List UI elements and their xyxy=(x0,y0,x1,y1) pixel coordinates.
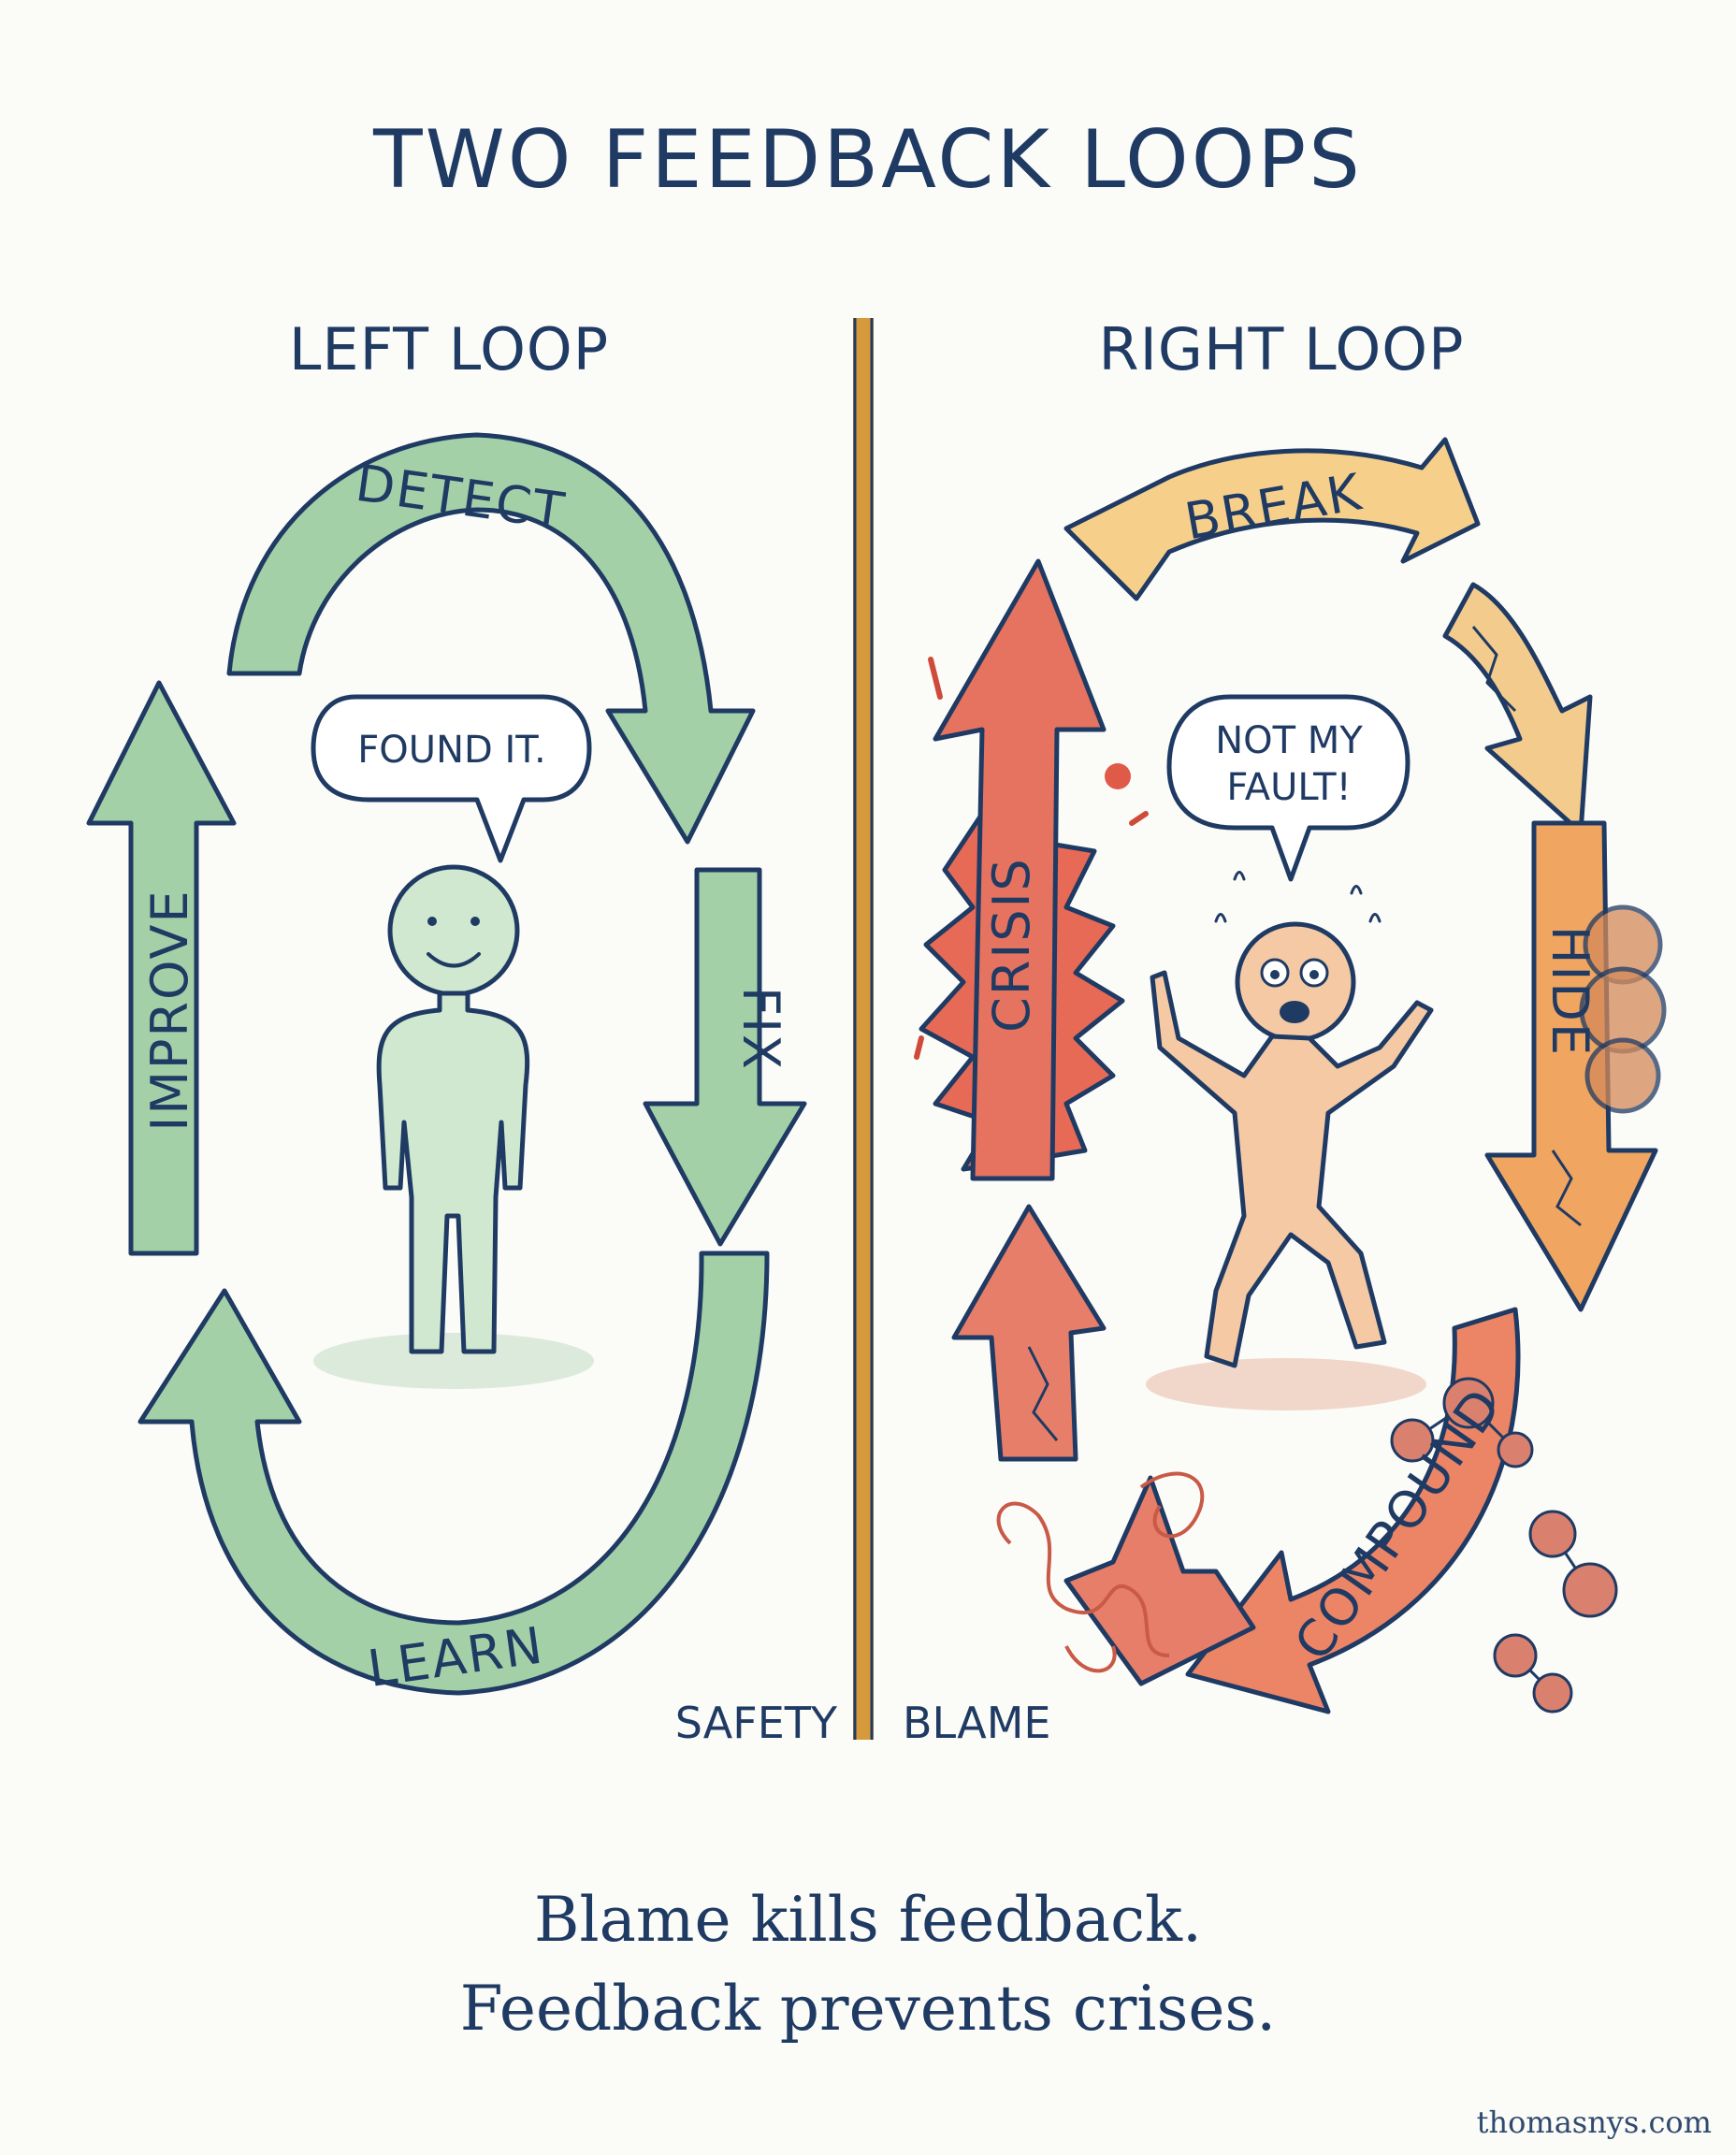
alarm-dot-icon xyxy=(1105,763,1131,789)
step-improve: IMPROVE xyxy=(140,889,199,1131)
speech-line-2: FAULT! xyxy=(1226,766,1351,809)
credit-text: thomasnys.com xyxy=(1477,2104,1712,2140)
right-loop-heading: RIGHT LOOP xyxy=(1099,315,1465,383)
speech-text: FOUND IT. xyxy=(357,729,545,772)
tagline-line-1: Blame kills feedback. xyxy=(534,1884,1202,1956)
alarm-marks-icon xyxy=(914,657,1149,1060)
speech-line-1: NOT MY xyxy=(1215,719,1363,762)
step-hide: HIDE xyxy=(1541,926,1599,1057)
tagline-line-2: Feedback prevents crises. xyxy=(460,1973,1277,2045)
step-fix: FIX xyxy=(731,987,790,1071)
safety-label: SAFETY xyxy=(675,1698,838,1748)
diagram-title: TWO FEEDBACK LOOPS xyxy=(372,113,1363,207)
right-loop: BREAK HIDE COMPOUND CRISIS NOT MY FAULT! xyxy=(903,437,1667,1748)
break-down-arrow xyxy=(1442,582,1593,835)
step-crisis: CRISIS xyxy=(982,857,1041,1033)
learn-arrow xyxy=(137,1251,770,1696)
fix-arrow xyxy=(643,867,807,1247)
speech-bubble-found-it: FOUND IT. xyxy=(311,694,592,863)
rising-arrow xyxy=(951,1204,1107,1462)
tangled-arrow xyxy=(1063,1475,1256,1686)
improve-arrow xyxy=(86,680,237,1256)
panicking-person-icon xyxy=(1146,921,1434,1410)
compound-balls-icon xyxy=(1390,1377,1618,1714)
blame-label: BLAME xyxy=(903,1698,1050,1748)
smoke-cloud-icon xyxy=(1579,904,1667,1114)
hide-arrow xyxy=(1484,820,1658,1312)
sweat-marks-icon xyxy=(1214,871,1382,923)
break-arrow xyxy=(1063,437,1481,601)
tangle-scribble-icon xyxy=(996,1471,1205,1673)
speech-bubble-not-my-fault: NOT MY FAULT! xyxy=(1166,694,1410,882)
left-loop: DETECT FIX LEARN IMPROVE FOUND IT. SAFET… xyxy=(86,432,838,1748)
left-loop-heading: LEFT LOOP xyxy=(289,315,609,383)
detect-arrow xyxy=(226,432,756,845)
calm-person-icon xyxy=(313,864,594,1389)
divider-line xyxy=(853,318,874,1740)
crisis-arrow xyxy=(933,558,1107,1181)
